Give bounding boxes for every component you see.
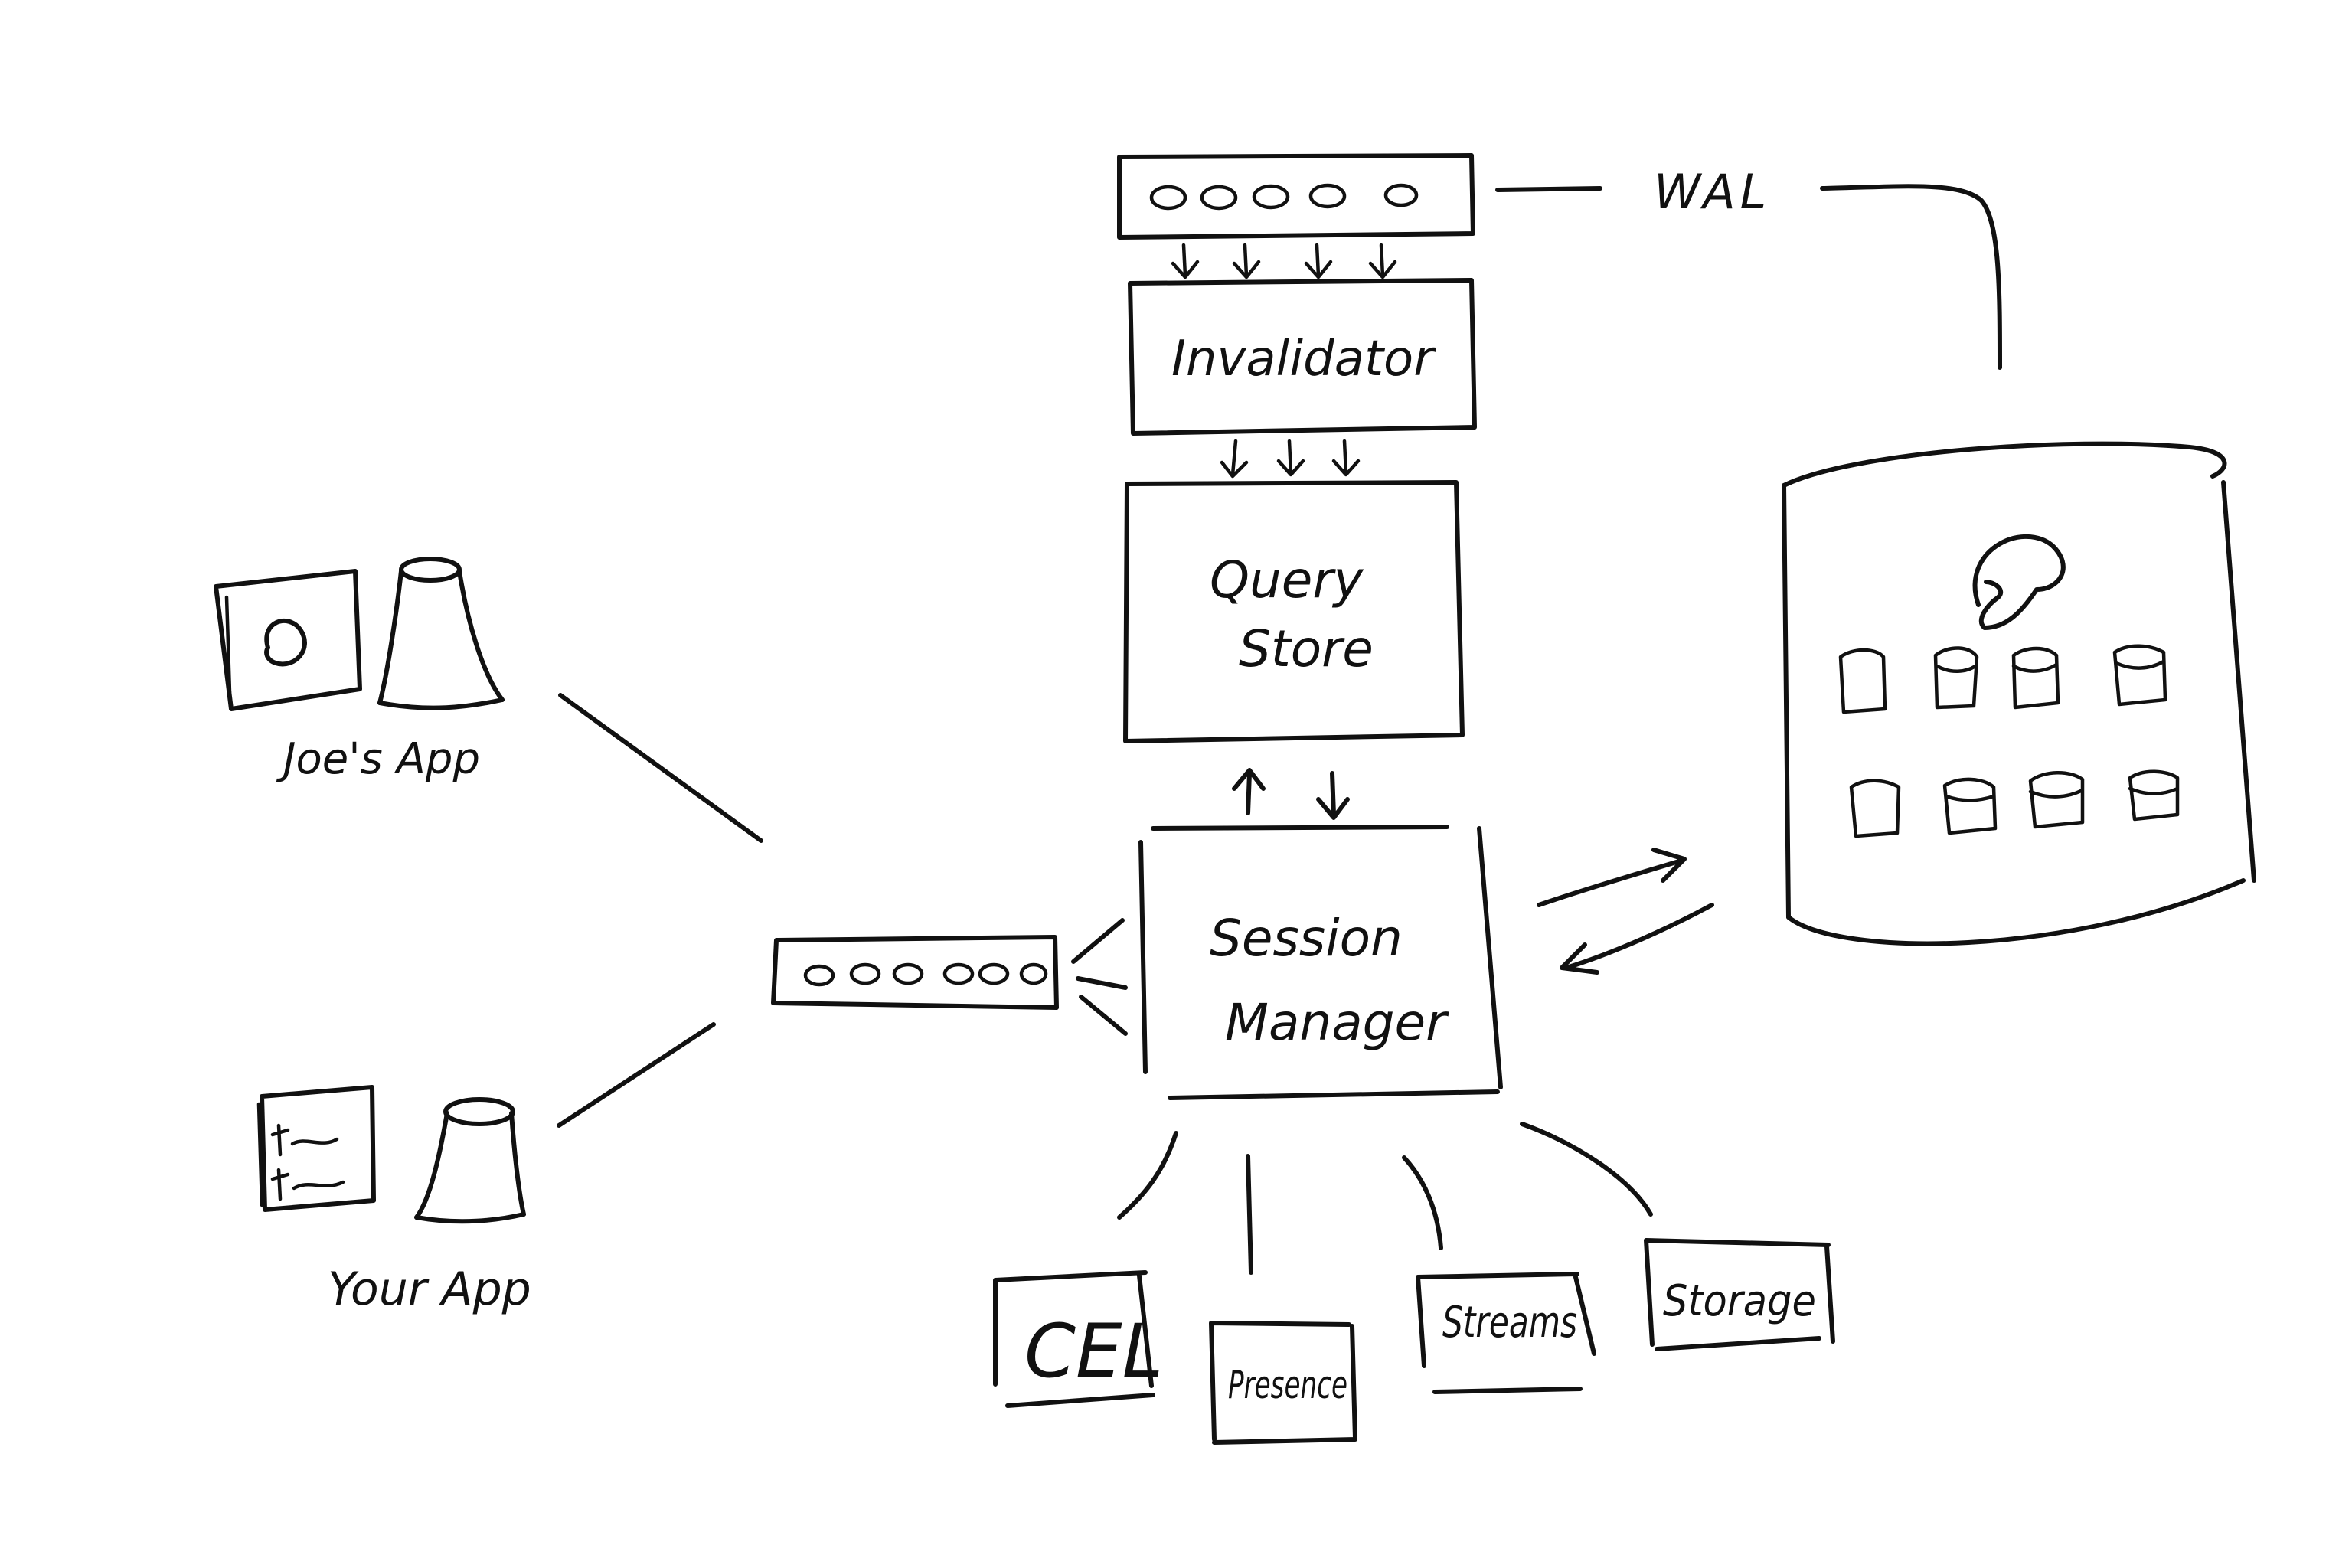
browser-window-icon [214,569,362,711]
client-queue [771,935,1059,1010]
presence-label: Presence [1228,1363,1348,1407]
sessionmanager-to-services-lines [1117,1122,1653,1275]
invalidator-label: Invalidator [1171,331,1436,387]
query-store-label-line2: Store [1239,619,1374,678]
elephant-icon [1972,534,2066,630]
session-manager-label-line2: Manager [1225,993,1449,1052]
database-cylinder-icon [1782,441,2256,946]
apps-to-queue-lines [557,693,763,1128]
shard-icon [1849,779,1901,838]
shard-icon [2011,646,2060,710]
wal-label: WAL [1654,164,1771,220]
your-app-label: Your App [328,1263,531,1316]
wal-to-invalidator-arrows [1171,243,1397,279]
querystore-sessionmanager-arrows [1232,768,1350,820]
query-store-box [1123,480,1465,743]
wal-connector [1495,184,2002,370]
shard-icon [2112,644,2167,707]
shard-icon [1942,777,1998,835]
joes-app [214,557,505,711]
wal-queue [1117,153,1475,240]
shard-icon [2128,769,2180,822]
server-cylinder-icon [377,557,505,710]
storage-box [1644,1238,1835,1351]
session-manager-label-line1: Session [1210,909,1403,968]
invalidator-to-querystore-arrows [1220,439,1361,479]
query-store-label-line1: Query [1210,550,1364,609]
server-cylinder-icon [414,1097,526,1224]
cel-label: CEL [1024,1308,1163,1394]
presence-box [1209,1321,1357,1445]
cel-box [993,1270,1155,1408]
sessionmanager-database-arrows [1537,848,1714,975]
shard-icon [1838,648,1887,714]
your-app [256,1085,526,1224]
joes-app-label: Joe's App [276,734,480,784]
session-manager-box [1138,825,1503,1100]
browser-window-icon [256,1085,376,1212]
shard-icon [2028,771,2085,829]
invalidator-box [1128,278,1477,436]
queue-to-sessionmanager-lines [1071,918,1128,1036]
storage-label: Storage [1663,1276,1816,1326]
streams-label: Streams [1442,1298,1577,1348]
shard-icon [1933,646,1979,710]
streams-box [1416,1272,1596,1394]
